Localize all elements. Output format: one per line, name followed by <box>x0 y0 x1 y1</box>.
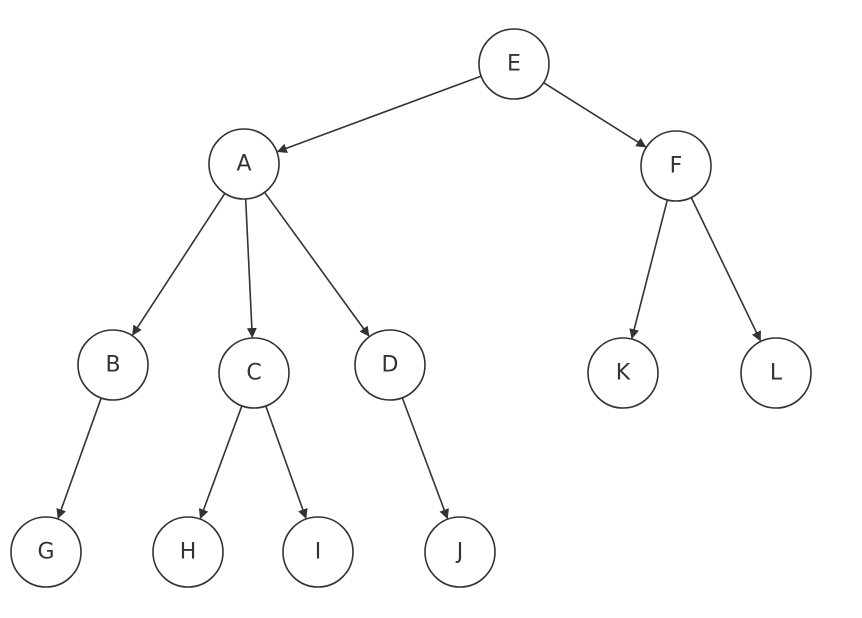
node-circle <box>218 337 290 409</box>
edge-e-a <box>276 75 482 154</box>
edge-a-c <box>244 198 257 339</box>
edge-c-h <box>198 405 243 520</box>
node-c: C <box>218 337 290 409</box>
node-circle <box>354 329 426 401</box>
edge-e-f <box>543 81 647 148</box>
edge-f-l <box>690 197 762 342</box>
node-g: G <box>10 516 82 588</box>
node-circle <box>152 516 224 588</box>
node-circle <box>478 28 550 100</box>
node-label: D <box>382 353 399 378</box>
node-label: E <box>507 52 521 77</box>
node-e: E <box>478 28 550 100</box>
node-circle <box>640 130 712 202</box>
node-label: B <box>105 353 120 378</box>
node-label: F <box>670 154 683 179</box>
edge-b-g <box>56 397 102 520</box>
node-f: F <box>640 130 712 202</box>
edge-f-k <box>629 199 669 340</box>
edges-group <box>56 75 762 520</box>
node-label: I <box>315 540 322 565</box>
node-label: J <box>455 540 464 565</box>
edge-a-b <box>131 192 226 336</box>
node-label: K <box>616 361 631 386</box>
node-b: B <box>77 329 149 401</box>
node-circle <box>587 337 659 409</box>
node-k: K <box>587 337 659 409</box>
node-circle <box>424 516 496 588</box>
node-i: I <box>282 516 354 588</box>
node-a: A <box>208 128 280 200</box>
nodes-group: E A F B C D K L G H I J <box>10 28 812 588</box>
edge-c-i <box>265 405 308 520</box>
node-label: A <box>236 152 251 177</box>
node-circle <box>208 128 280 200</box>
edge-d-j <box>401 397 449 520</box>
node-circle <box>740 337 812 409</box>
node-d: D <box>354 329 426 401</box>
edge-a-d <box>263 191 370 337</box>
node-l: L <box>740 337 812 409</box>
node-circle <box>10 516 82 588</box>
node-circle <box>282 516 354 588</box>
node-circle <box>77 329 149 401</box>
node-h: H <box>152 516 224 588</box>
node-label: G <box>37 540 54 565</box>
node-label: L <box>770 361 783 386</box>
node-label: H <box>180 540 197 565</box>
node-label: C <box>246 361 261 386</box>
node-j: J <box>424 516 496 588</box>
